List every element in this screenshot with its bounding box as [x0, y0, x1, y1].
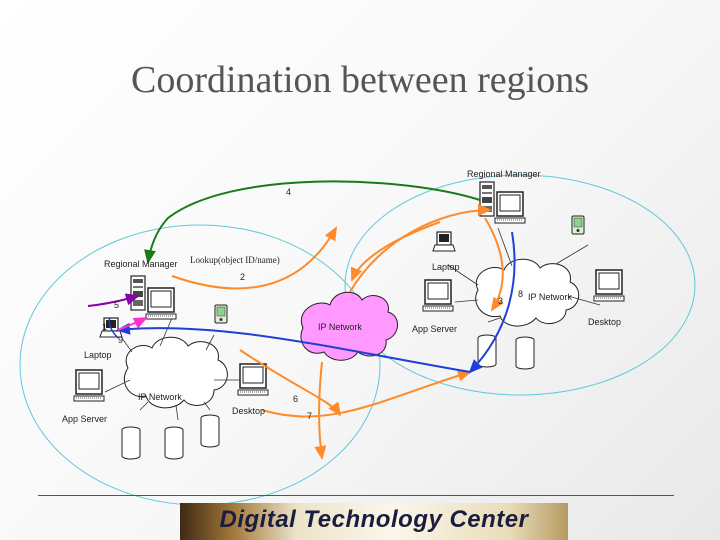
desktop-left — [237, 363, 269, 396]
logo-text: Digital Technology Center — [219, 506, 529, 533]
app-server-right-label: App Server — [412, 324, 458, 334]
ip-network-center-label: IP Network — [318, 322, 362, 332]
app-server-right — [422, 279, 454, 312]
laptop-right — [432, 231, 456, 252]
digital-technology-center-logo: Digital Technology Center — [180, 503, 568, 540]
right-region-outline — [344, 174, 696, 396]
page-title: Coordination between regions — [130, 59, 589, 101]
ip-network-cloud-center — [300, 291, 398, 361]
arrow-step-2 — [171, 226, 337, 290]
regional-manager-left-computer — [130, 275, 177, 320]
step-4-label: 4 — [286, 187, 292, 197]
step-3-label: 3 — [498, 296, 504, 306]
arrow-step-9 — [116, 322, 471, 373]
step-6-label: 6 — [293, 394, 299, 404]
arrow-step-3c — [350, 221, 441, 282]
regional-manager-right-computer — [479, 181, 526, 224]
database-left-3 — [200, 414, 220, 448]
step-5-label: 5 — [114, 300, 120, 310]
desktop-left-label: Desktop — [232, 406, 266, 416]
arrow-step-7b — [314, 361, 327, 460]
arrow-step-5 — [87, 293, 140, 307]
database-left-2 — [164, 426, 184, 460]
arrow-step-4 — [144, 180, 481, 264]
step-2-label: 2 — [240, 272, 246, 282]
arrow-step-1 — [117, 317, 148, 331]
ip-network-right-label: IP Network — [528, 292, 572, 302]
step-9-label: 9 — [118, 335, 124, 345]
arrow-step-8 — [468, 231, 516, 374]
step-7-label: 7 — [307, 411, 313, 421]
app-server-left-label: App Server — [62, 414, 108, 424]
database-left-1 — [121, 426, 141, 460]
laptop-left-label: Laptop — [84, 350, 112, 360]
arrow-step-7 — [261, 369, 472, 418]
desktop-right-label: Desktop — [588, 317, 622, 327]
ip-network-cloud-left — [123, 336, 228, 409]
regional-manager-right-label: Regional Manager — [467, 169, 541, 179]
regional-manager-left-label: Regional Manager — [104, 259, 178, 269]
lookup-message-label: Lookup(object ID/name) — [190, 255, 280, 265]
step-1-label: 1 — [102, 322, 108, 332]
arrow-step-6 — [239, 349, 342, 417]
footer-divider — [38, 495, 674, 496]
arrow-step-3a — [349, 204, 492, 293]
arrow-step-9b — [108, 317, 119, 339]
pda-left — [214, 304, 228, 324]
arrow-step-3b — [484, 217, 504, 312]
app-server-left — [73, 369, 105, 402]
step-8-label: 8 — [518, 289, 524, 299]
database-right-2 — [515, 336, 535, 370]
desktop-right — [593, 269, 625, 302]
ip-network-left-label: IP Network — [138, 392, 182, 402]
laptop-right-label: Laptop — [432, 262, 460, 272]
pda-right — [571, 215, 585, 235]
